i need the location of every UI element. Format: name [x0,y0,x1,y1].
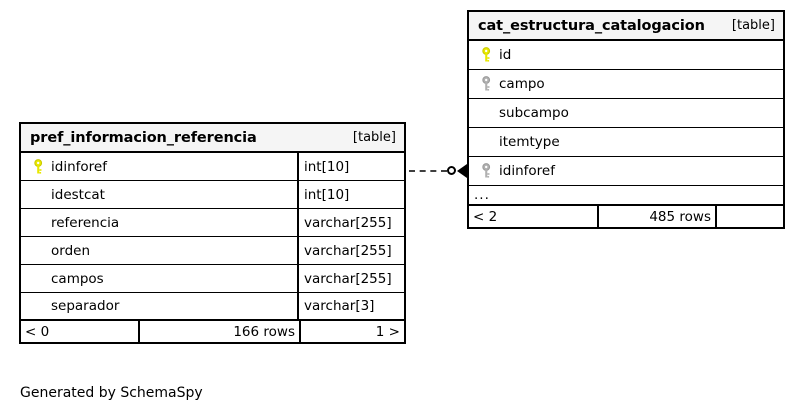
table-row[interactable]: idestcat int[10] [21,181,404,209]
column-type: int[10] [297,181,404,208]
table-row[interactable]: subcampo [469,99,783,128]
column-name: id [499,47,512,63]
column-name: idinforef [499,163,555,179]
table-title: cat_estructura_catalogacion [478,17,705,34]
column-name-cell: separador [21,293,297,319]
table-kind-label: [table] [352,130,396,145]
table-kind-label: [table] [731,18,775,33]
table-cat-estructura-catalogacion[interactable]: cat_estructura_catalogacion [table] [467,10,785,229]
table-columns: id campo [469,41,783,206]
parent-count[interactable]: < 0 [25,323,50,340]
column-name-cell: id [469,41,783,69]
table-row[interactable]: campos varchar[255] [21,265,404,293]
column-name: itemtype [499,134,560,150]
row-count: 485 rows [597,206,715,227]
column-name: orden [51,242,91,259]
column-name-cell: orden [21,237,297,264]
table-columns: idinforef int[10] idestcat int[10] refer… [21,153,404,321]
primary-key-icon [475,47,499,63]
column-name: idestcat [51,186,105,203]
relationship-zero-marker-icon [447,166,456,175]
column-name: referencia [51,214,120,231]
table-row[interactable]: campo [469,70,783,99]
column-name-cell: referencia [21,209,297,236]
column-name: subcampo [499,105,569,121]
child-count[interactable] [715,206,783,227]
table-row[interactable]: itemtype [469,128,783,157]
table-footer: < 2 485 rows [469,206,783,227]
table-title: pref_informacion_referencia [30,129,257,146]
table-row[interactable]: idinforef int[10] [21,153,404,181]
table-row[interactable]: orden varchar[255] [21,237,404,265]
column-name-cell: itemtype [469,128,783,156]
table-header: cat_estructura_catalogacion [table] [469,12,783,41]
table-row[interactable]: referencia varchar[255] [21,209,404,237]
table-pref-informacion-referencia[interactable]: pref_informacion_referencia [table] [19,122,406,344]
table-row[interactable]: separador varchar[3] [21,293,404,321]
relationship-crowsfoot-icon [457,164,467,178]
column-name-cell: idinforef [21,153,297,180]
column-type: int[10] [297,153,404,180]
column-name: campo [499,76,545,92]
column-type: varchar[3] [297,293,404,319]
more-columns-indicator: ... [469,186,783,206]
column-name: separador [51,298,120,314]
row-count: 166 rows [138,321,299,342]
table-footer: < 0 166 rows 1 > [21,321,404,342]
column-type: varchar[255] [297,265,404,292]
parent-count[interactable]: < 2 [473,208,498,225]
column-name-cell: subcampo [469,99,783,127]
table-header: pref_informacion_referencia [table] [21,124,404,153]
indexed-key-icon [475,76,499,92]
generated-by-caption: Generated by SchemaSpy [20,385,203,401]
column-name: campos [51,270,104,287]
column-name-cell: idinforef [469,157,783,185]
table-row[interactable]: id [469,41,783,70]
column-name: idinforef [51,158,107,175]
indexed-key-icon [475,163,499,179]
primary-key-icon [27,158,51,175]
column-name-cell: campo [469,70,783,98]
column-type: varchar[255] [297,209,404,236]
child-count[interactable]: 1 > [299,321,404,342]
table-row[interactable]: idinforef [469,157,783,186]
column-name-cell: campos [21,265,297,292]
column-name-cell: idestcat [21,181,297,208]
column-type: varchar[255] [297,237,404,264]
relationship-line [409,170,447,172]
